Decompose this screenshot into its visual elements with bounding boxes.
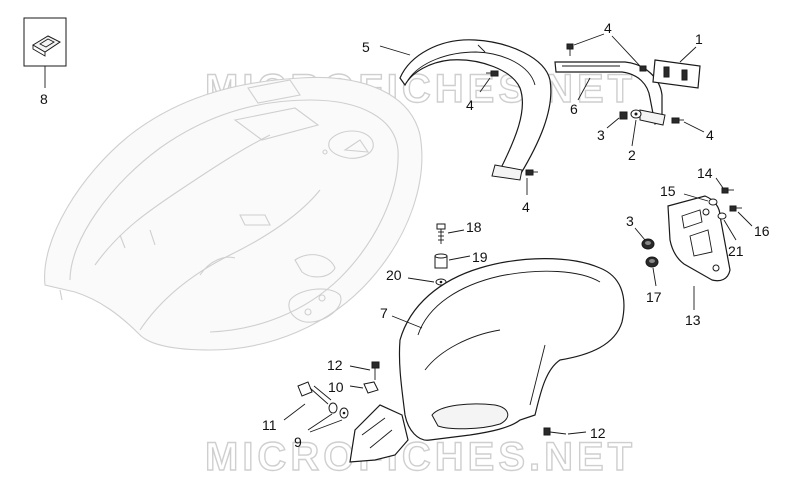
callout-16: 16 xyxy=(754,223,770,239)
screw-icon xyxy=(486,70,499,77)
washer-icon xyxy=(630,109,642,119)
callout-4d: 4 xyxy=(706,127,714,143)
nut-icon xyxy=(619,111,628,120)
nut-icon xyxy=(645,256,659,268)
screw-icon xyxy=(297,381,332,405)
watermark-bottom: MICROFICHES.NET xyxy=(205,435,636,479)
callout-9: 9 xyxy=(294,434,302,450)
leader-4a xyxy=(479,77,491,93)
leader-18 xyxy=(447,229,465,234)
callout-4b: 4 xyxy=(522,199,530,215)
leader-1 xyxy=(679,46,697,63)
callout-3b: 3 xyxy=(626,213,634,229)
nut-icon xyxy=(641,238,655,250)
screw-icon xyxy=(729,205,742,212)
leader-3a xyxy=(606,117,620,129)
callout-13: 13 xyxy=(685,312,701,328)
washer-icon xyxy=(708,198,718,206)
leader-20 xyxy=(407,277,435,283)
leader-16 xyxy=(737,211,753,227)
callout-8: 8 xyxy=(40,91,48,107)
callout-20: 20 xyxy=(386,267,402,283)
rear-body-cowl-ghost xyxy=(44,76,423,351)
callout-7: 7 xyxy=(380,305,388,321)
callout-19: 19 xyxy=(472,249,488,265)
callout-17: 17 xyxy=(646,289,662,305)
callout-12a: 12 xyxy=(327,357,343,373)
leader-15 xyxy=(683,193,709,202)
nut-icon xyxy=(363,381,379,394)
leader-9b xyxy=(309,419,343,433)
screw-icon xyxy=(639,65,647,72)
washer-icon xyxy=(717,212,727,220)
callout-1: 1 xyxy=(695,31,703,47)
leader-11 xyxy=(283,403,306,421)
item-13-support-plate xyxy=(667,195,731,282)
callout-10: 10 xyxy=(328,379,344,395)
screw-icon xyxy=(721,187,734,194)
leader-17 xyxy=(652,267,657,287)
item-1-plate-light xyxy=(652,59,701,89)
leader-6 xyxy=(577,77,591,101)
leader-5 xyxy=(379,45,411,56)
callout-3a: 3 xyxy=(597,127,605,143)
screw-icon xyxy=(671,117,684,124)
callout-6: 6 xyxy=(570,101,578,117)
spring-clip-icon xyxy=(32,35,61,57)
washer-icon xyxy=(328,402,349,419)
leader-4d xyxy=(683,121,705,133)
screw-icon xyxy=(525,169,538,176)
item-5-grab-rail xyxy=(399,39,552,181)
leader-10 xyxy=(349,385,364,389)
callout-4a: 4 xyxy=(466,97,474,113)
washer-icon xyxy=(435,278,447,286)
leader-12b xyxy=(567,431,587,435)
callout-12b: 12 xyxy=(590,425,606,441)
leader-9a xyxy=(307,413,333,431)
item-19-spacer xyxy=(434,253,448,269)
screw-icon xyxy=(371,361,380,380)
screw-icon xyxy=(543,427,567,436)
callout-11: 11 xyxy=(262,417,277,433)
leader-12a xyxy=(349,365,371,371)
screw-icon xyxy=(436,223,446,244)
callout-5: 5 xyxy=(362,39,370,55)
callout-21: 21 xyxy=(728,243,744,259)
callout-15: 15 xyxy=(660,183,676,199)
item-8-spring-clip xyxy=(23,17,67,67)
leader-4c-left xyxy=(573,33,605,46)
screw-icon xyxy=(566,43,574,56)
leader-19 xyxy=(448,255,471,261)
callout-18: 18 xyxy=(466,219,482,235)
leader-21 xyxy=(723,219,737,241)
callout-14: 14 xyxy=(697,165,713,181)
item-7-rear-mudguard xyxy=(349,258,625,463)
leader-14 xyxy=(715,177,724,189)
leader-2 xyxy=(631,119,637,147)
leader-4c-right xyxy=(611,35,641,67)
callout-2: 2 xyxy=(628,147,636,163)
leader-7 xyxy=(391,315,423,329)
leader-3b xyxy=(634,227,646,241)
callout-4c: 4 xyxy=(604,20,612,36)
